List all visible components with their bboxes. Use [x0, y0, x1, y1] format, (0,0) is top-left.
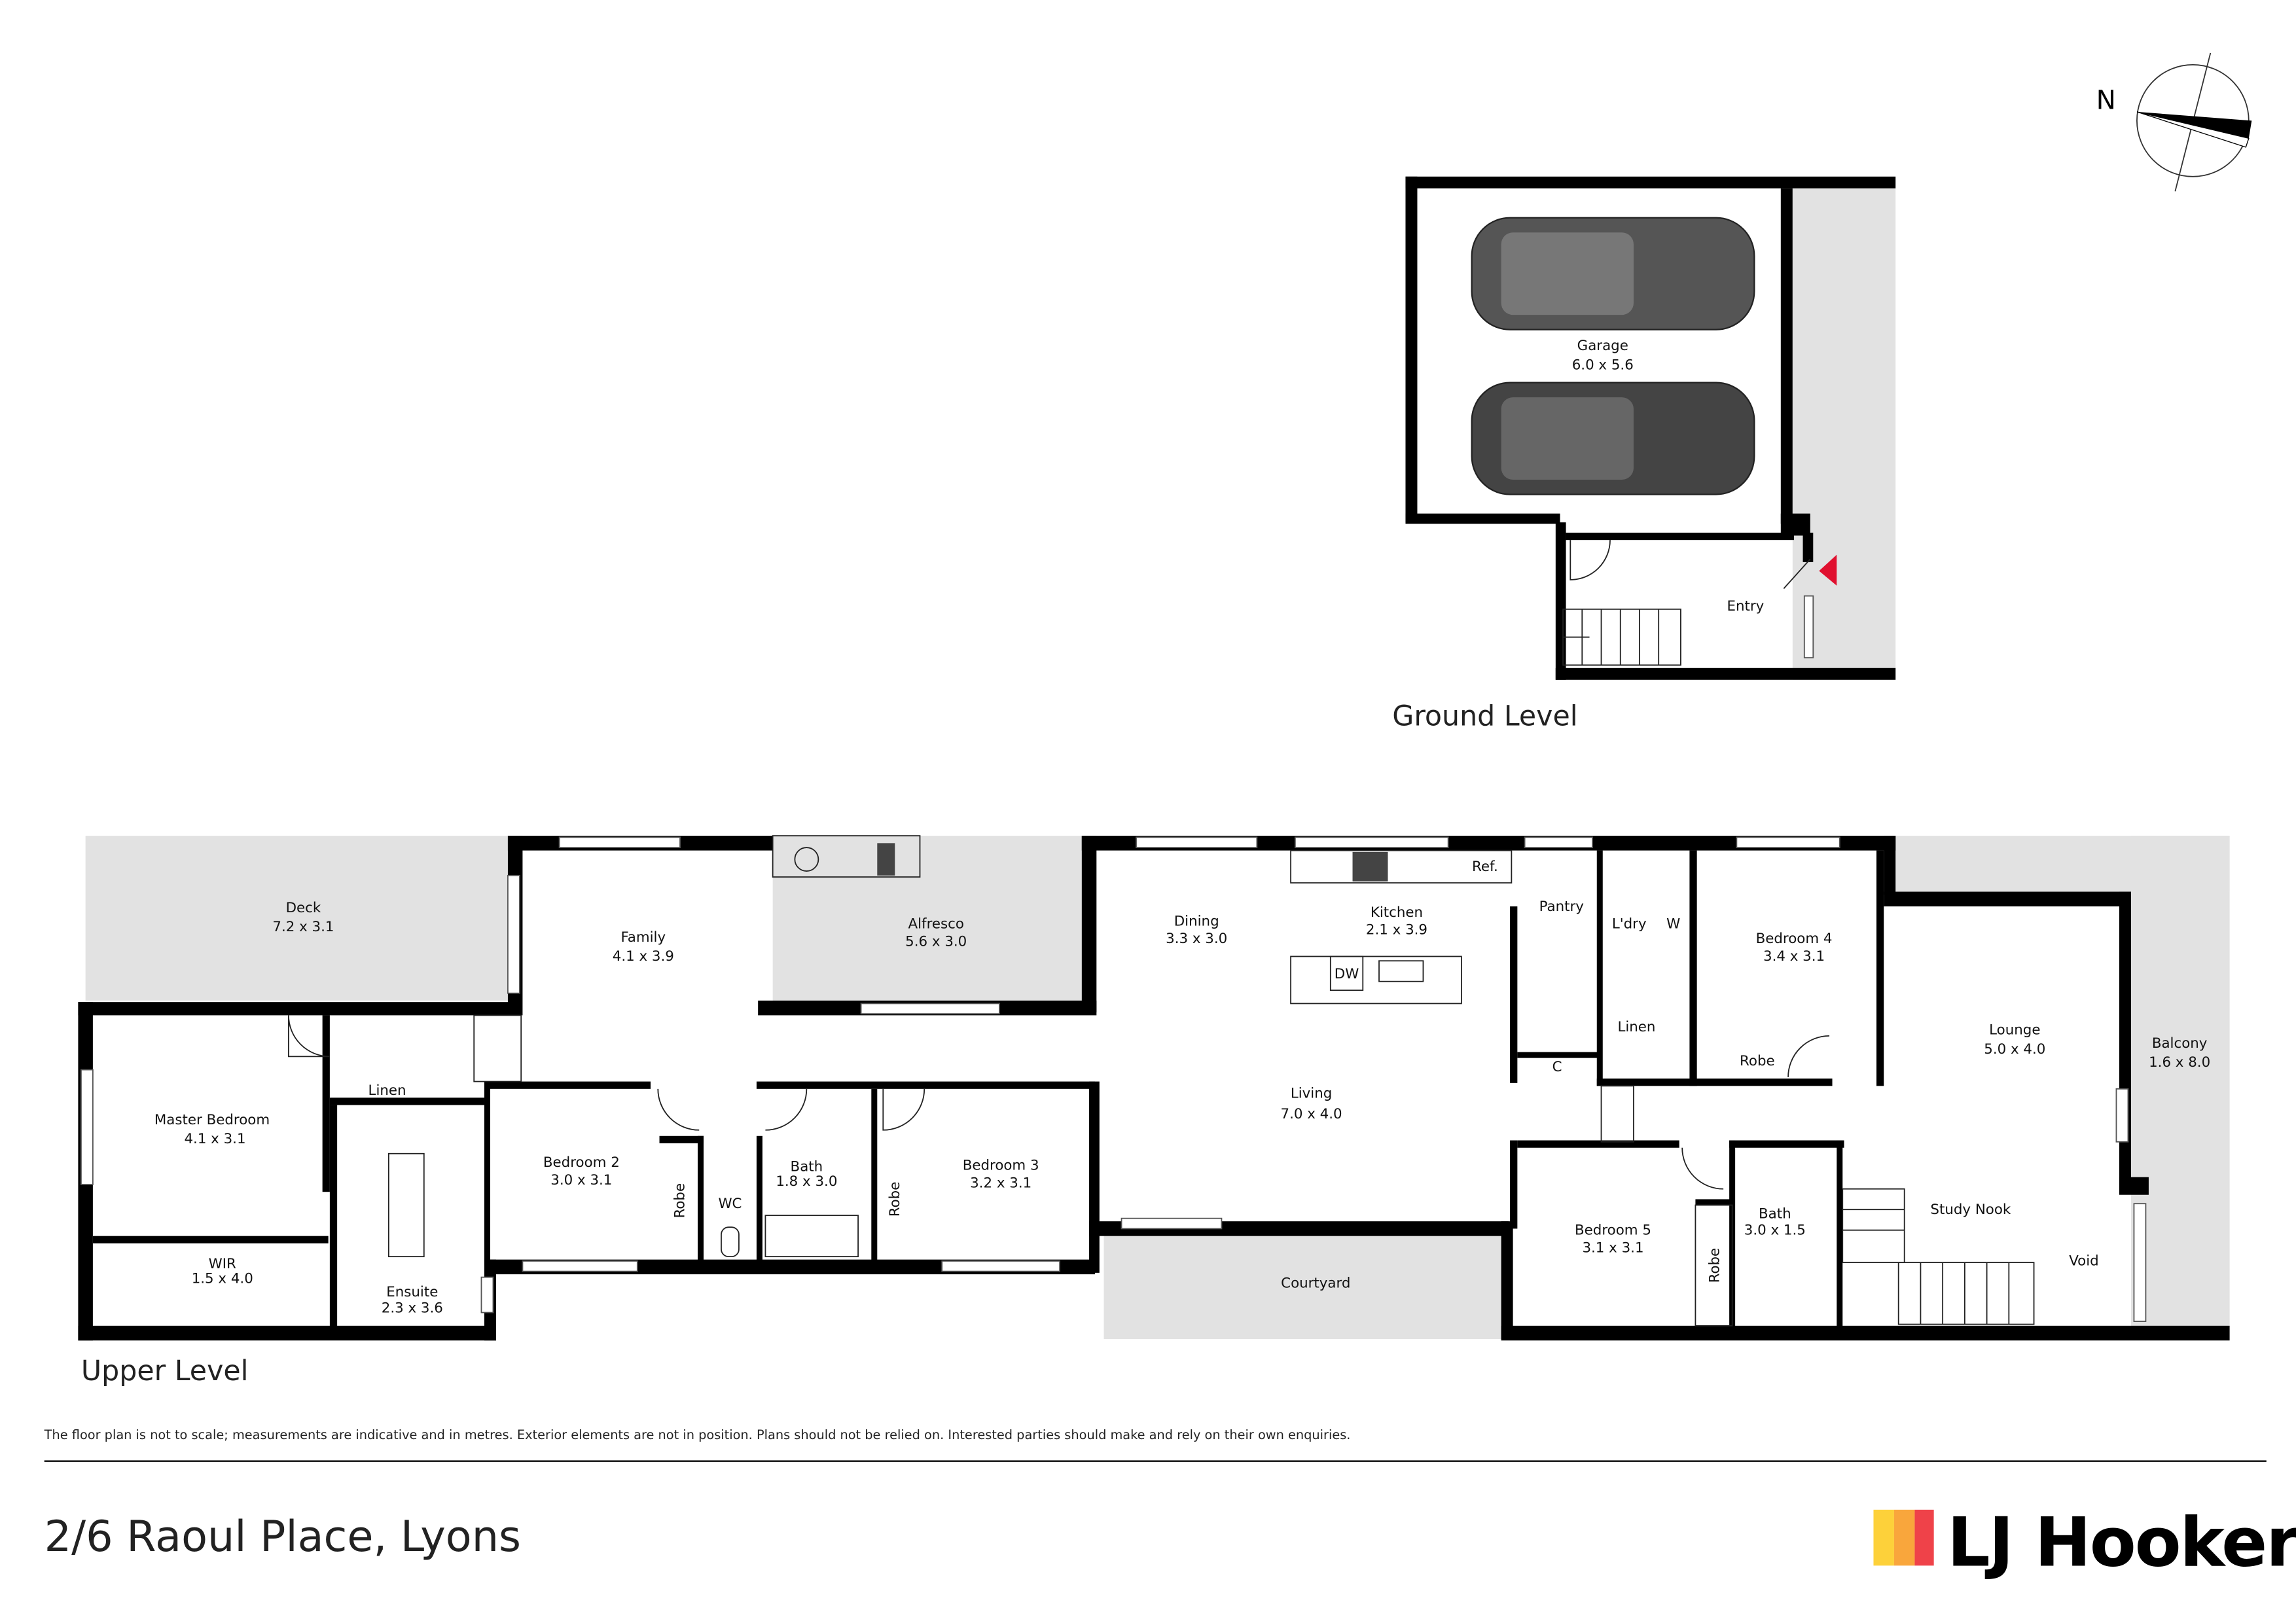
room-dims-bedroom-2: 3.0 x 3.1 [550, 1172, 612, 1188]
room-label-bath: Bath [791, 1159, 823, 1175]
room-label-ensuite: Ensuite [386, 1284, 438, 1300]
room-dims-ensuite: 2.3 x 3.6 [382, 1300, 443, 1317]
room-label-lounge: Lounge [1989, 1022, 2040, 1039]
room-label-laundry: L'dry [1612, 916, 1647, 933]
room-label-garage: Garage [1577, 338, 1628, 354]
room-label-bedroom-4: Bedroom 4 [1756, 931, 1833, 947]
room-dims-dining: 3.3 x 3.0 [1166, 931, 1227, 947]
staircase [473, 1014, 2035, 1325]
bbq-icon [877, 843, 895, 876]
room-label-dining: Dining [1174, 913, 1219, 929]
compass-icon: N [2096, 52, 2252, 192]
room-dims-garage: 6.0 x 5.6 [1572, 357, 1634, 373]
property-address: 2/6 Raoul Place, Lyons [45, 1512, 521, 1561]
washer-label: W [1666, 916, 1680, 933]
ground-level-plan: Garage 6.0 x 5.6 Entry Ground Level [1392, 176, 1896, 732]
room-label-wir: WIR [209, 1256, 236, 1272]
brand-name: LJ Hooker [1947, 1503, 2296, 1582]
bbq-sink-icon [794, 847, 819, 872]
room-dims-bath: 1.8 x 3.0 [776, 1173, 837, 1190]
room-dims-lounge: 5.0 x 4.0 [1984, 1041, 2045, 1058]
room-dims-bedroom-5: 3.1 x 3.1 [1582, 1240, 1643, 1256]
room-label-bath: Bath [1759, 1206, 1791, 1222]
room-label-void: Void [2069, 1253, 2098, 1270]
room-label-linen: Linen [368, 1082, 406, 1099]
room-label-master-bedroom: Master Bedroom [154, 1112, 270, 1128]
room-dims-master-bedroom: 4.1 x 3.1 [184, 1131, 245, 1147]
dishwasher-label: DW [1335, 966, 1359, 982]
room-label-robe: Robe [887, 1182, 903, 1217]
ground-level-title: Ground Level [1392, 700, 1577, 732]
room-label-living: Living [1291, 1085, 1332, 1101]
room-label-robe: Robe [672, 1183, 689, 1219]
toilet-icon [721, 1226, 740, 1258]
room-dims-balcony: 1.6 x 8.0 [2149, 1054, 2210, 1071]
room-label-deck: Deck [286, 900, 321, 916]
room-label-family: Family [620, 929, 666, 946]
room-label-pantry: Pantry [1539, 899, 1584, 915]
room-label-entry: Entry [1727, 598, 1764, 615]
entry-marker-icon [1819, 554, 1837, 586]
sink-icon [1378, 960, 1424, 982]
room-dims-kitchen: 2.1 x 3.9 [1366, 922, 1427, 938]
upper-level-plan: Deck 7.2 x 3.1 Family 4.1 x 3.9 Alfresco… [78, 835, 2230, 1387]
room-dims-bedroom-3: 3.2 x 3.1 [970, 1175, 1031, 1191]
room-label-courtyard: Courtyard [1281, 1275, 1350, 1291]
room-label-kitchen: Kitchen [1371, 904, 1423, 921]
room-dims-bedroom-4: 3.4 x 3.1 [1763, 948, 1825, 965]
car-icon [1471, 382, 1755, 495]
deck-area [85, 836, 508, 1001]
upper-level-title: Upper Level [81, 1355, 249, 1387]
room-dims-alfresco: 5.6 x 3.0 [905, 934, 967, 950]
courtyard-area [1103, 1233, 1503, 1340]
fridge-label: Ref. [1472, 859, 1498, 875]
room-label-robe: Robe [1706, 1248, 1723, 1283]
room-label-bedroom-3: Bedroom 3 [963, 1157, 1039, 1173]
lj-hooker-logo: LJ Hooker [1873, 1503, 2296, 1582]
room-dims-family: 4.1 x 3.9 [613, 948, 674, 965]
room-dims-deck: 7.2 x 3.1 [272, 919, 334, 935]
room-label-cupboard: C [1552, 1059, 1562, 1075]
room-dims-bath: 3.0 x 1.5 [1744, 1222, 1806, 1238]
room-label-study-nook: Study Nook [1930, 1202, 2011, 1218]
alfresco-area [772, 836, 1082, 1004]
cooktop-icon [1352, 851, 1388, 882]
room-dims-wir: 1.5 x 4.0 [192, 1271, 253, 1287]
bathtub-icon [764, 1215, 859, 1258]
room-label-wc: WC [718, 1196, 742, 1212]
room-label-balcony: Balcony [2152, 1035, 2208, 1052]
room-label-bedroom-5: Bedroom 5 [1575, 1222, 1651, 1238]
room-label-robe: Robe [1740, 1053, 1775, 1069]
car-icon [1471, 217, 1755, 330]
room-label-alfresco: Alfresco [908, 916, 964, 933]
room-dims-living: 7.0 x 4.0 [1281, 1106, 1342, 1122]
compass-north-label: N [2096, 84, 2116, 115]
kitchen-island [1290, 955, 1462, 1005]
room-label-linen: Linen [1617, 1019, 1655, 1035]
disclaimer: The floor plan is not to scale; measurem… [44, 1427, 1351, 1442]
staircase [1562, 608, 1681, 666]
room-label-bedroom-2: Bedroom 2 [543, 1154, 620, 1171]
